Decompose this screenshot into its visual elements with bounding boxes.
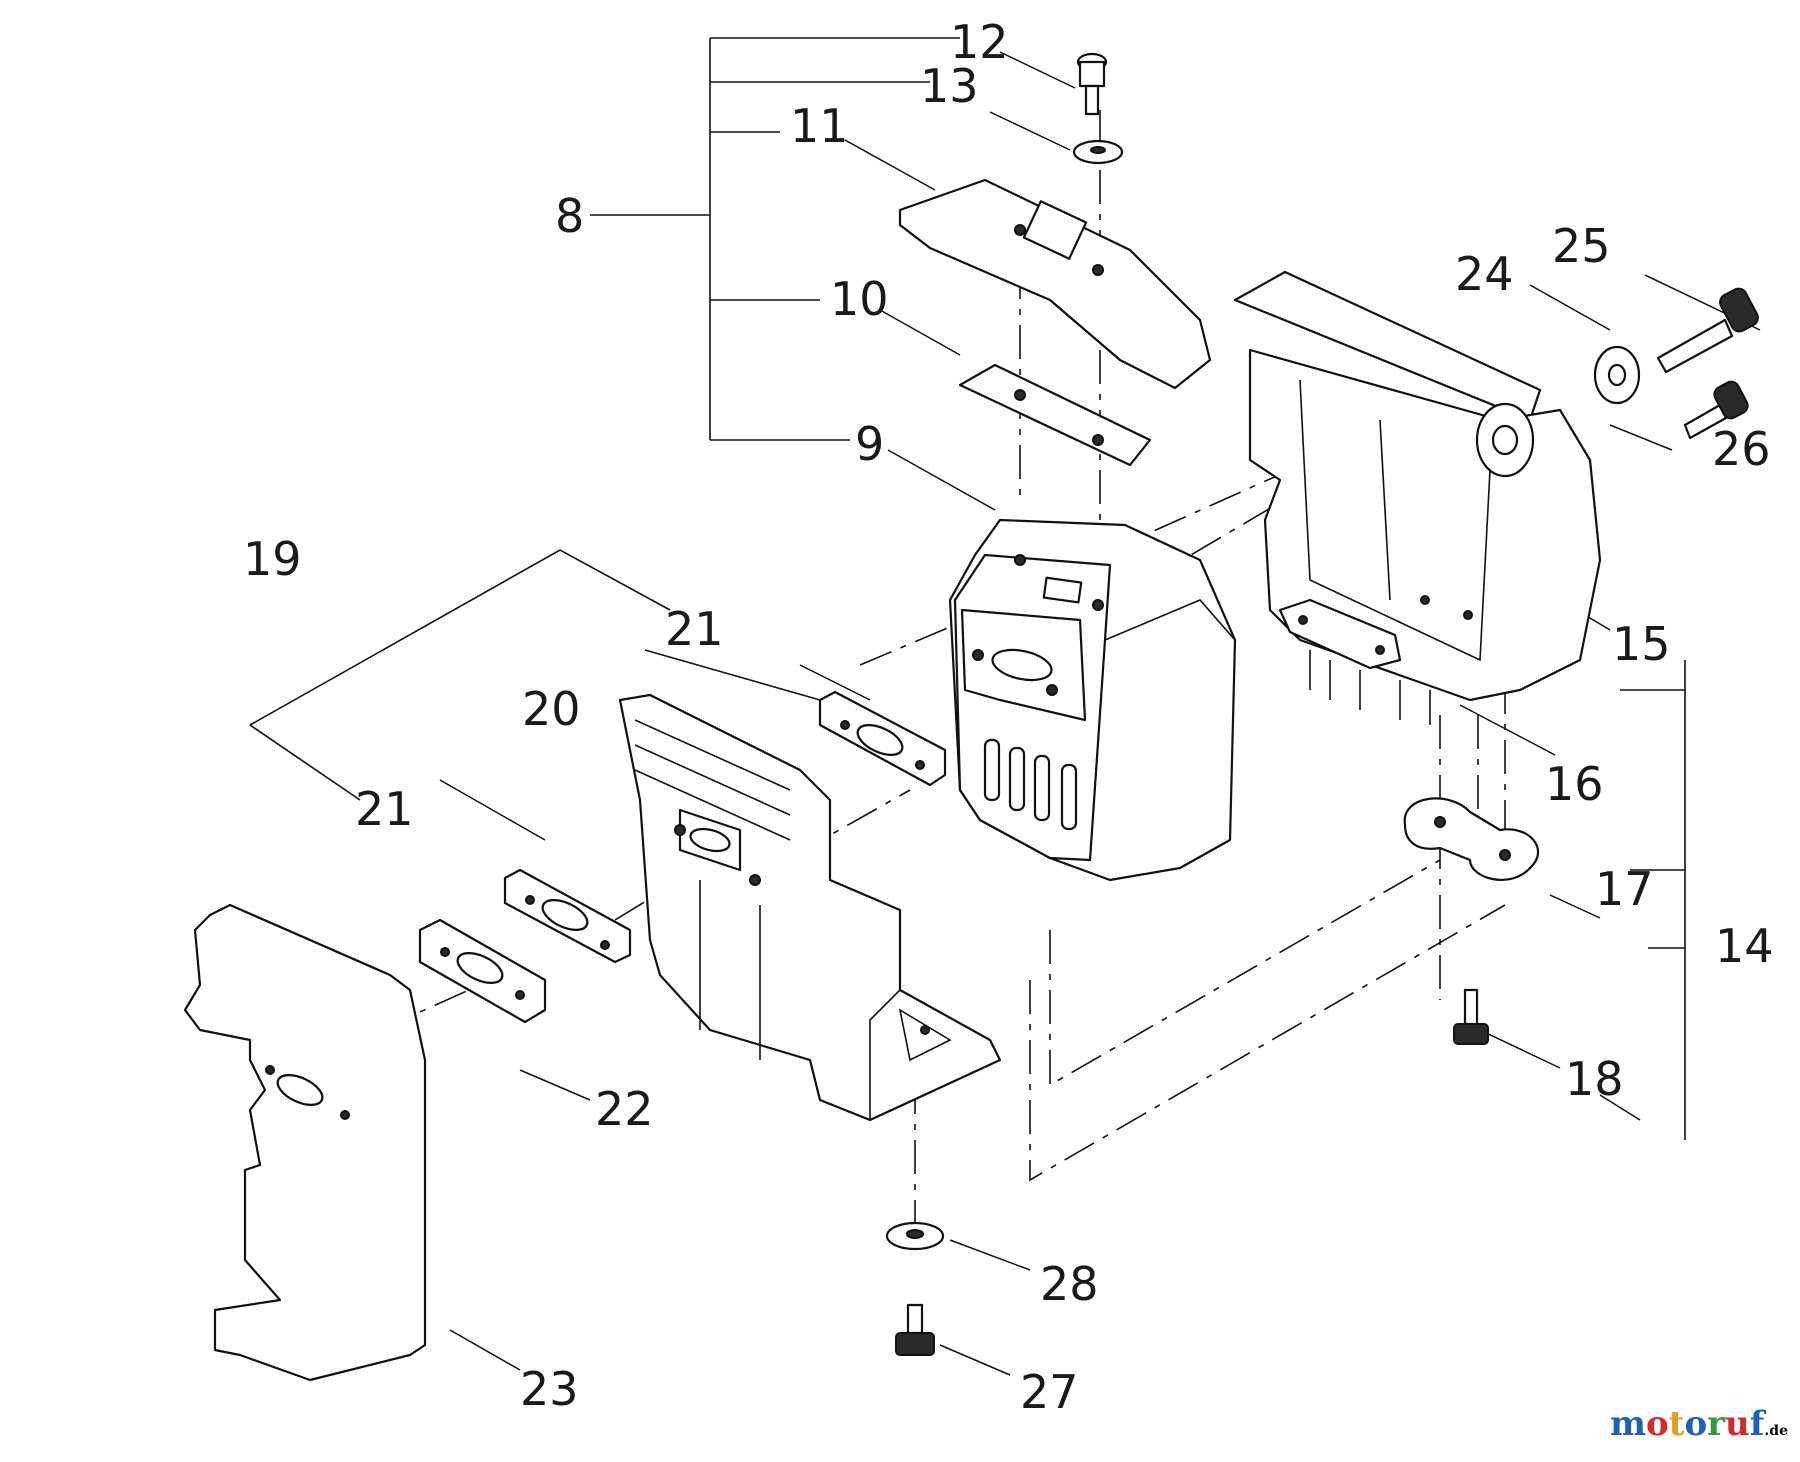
callout-9: 9 — [855, 417, 884, 471]
bracket-group-19-20-21 — [249, 549, 671, 801]
callout-21-upper: 21 — [665, 602, 724, 656]
callout-26: 26 — [1712, 422, 1771, 476]
callout-23: 23 — [520, 1362, 579, 1416]
watermark-letter: r — [1707, 1404, 1726, 1444]
callout-12: 12 — [950, 15, 1009, 69]
callout-19: 19 — [243, 532, 302, 586]
link-plate-17 — [1403, 797, 1540, 881]
washer-13 — [1072, 139, 1124, 165]
back-plate-23 — [183, 903, 427, 1382]
watermark-letter: f — [1749, 1404, 1765, 1444]
heat-shield-20 — [618, 693, 1002, 1122]
callout-labels: 12 13 11 8 10 9 25 24 26 19 21 20 21 15 … — [243, 15, 1774, 1419]
washer-24 — [1593, 345, 1641, 405]
callout-18: 18 — [1565, 1052, 1624, 1106]
gasket-21-lower — [503, 868, 632, 964]
callout-27: 27 — [1020, 1365, 1079, 1419]
callout-20: 20 — [522, 682, 581, 736]
screw-27 — [895, 1303, 935, 1356]
muffler-9 — [948, 518, 1237, 882]
callout-16: 16 — [1545, 757, 1604, 811]
callout-11: 11 — [790, 99, 849, 153]
callout-14: 14 — [1715, 919, 1774, 973]
callout-15: 15 — [1612, 617, 1671, 671]
callout-21-lower: 21 — [355, 782, 414, 836]
screw-12 — [1076, 52, 1108, 116]
motoruf-watermark-logo: motoruf.de — [1610, 1404, 1788, 1444]
watermark-letter: t — [1668, 1404, 1685, 1444]
bracket-group-8 — [590, 37, 960, 441]
plate-10 — [958, 363, 1152, 467]
callout-24: 24 — [1455, 247, 1514, 301]
watermark-letter: o — [1684, 1404, 1708, 1444]
screw-18 — [1453, 988, 1489, 1045]
watermark-letter: o — [1646, 1404, 1669, 1444]
screw-25 — [1656, 287, 1759, 374]
callout-22: 22 — [595, 1082, 654, 1136]
heat-shield-11 — [898, 178, 1212, 390]
flange-22 — [418, 918, 547, 1024]
cover-15 — [1233, 270, 1602, 702]
callout-17: 17 — [1595, 862, 1654, 916]
callout-13: 13 — [920, 59, 979, 113]
watermark-letter: u — [1725, 1404, 1750, 1444]
callout-25: 25 — [1552, 219, 1611, 273]
bracket-group-14 — [1620, 660, 1686, 1140]
plate-16 — [1278, 598, 1431, 725]
watermark-letter: m — [1610, 1404, 1647, 1444]
washer-28 — [885, 1221, 945, 1251]
callout-10: 10 — [830, 272, 889, 326]
callout-28: 28 — [1040, 1257, 1099, 1311]
screw-26 — [1683, 380, 1749, 440]
watermark-suffix: .de — [1764, 1423, 1788, 1439]
gasket-21-upper — [818, 690, 947, 787]
callout-8: 8 — [555, 189, 584, 243]
